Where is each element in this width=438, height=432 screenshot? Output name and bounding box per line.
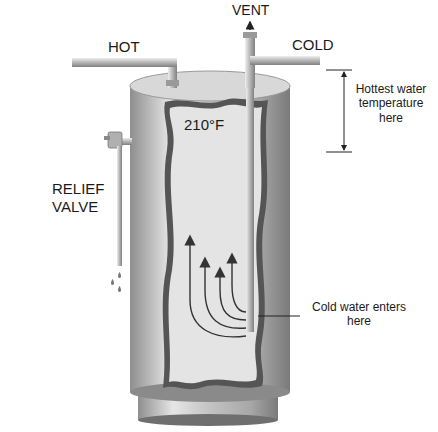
vent-arrow xyxy=(249,22,251,30)
cold-pipe xyxy=(250,56,320,65)
flow-arrow xyxy=(205,262,246,328)
hottest-zone-note: Hottest water temperature here xyxy=(350,82,432,125)
relief-valve xyxy=(108,132,122,148)
hot-pipe xyxy=(72,58,177,67)
relief-drain-pipe xyxy=(117,146,122,266)
vent-cap xyxy=(243,32,257,38)
hot-fitting xyxy=(166,80,179,86)
dimension-arrow xyxy=(344,72,345,80)
hot-label: HOT xyxy=(108,38,140,56)
dimension-tick xyxy=(326,152,352,153)
cold-label: COLD xyxy=(292,36,334,54)
cold-inlet-note: Cold water enters here xyxy=(304,300,414,329)
leader-line xyxy=(258,316,300,317)
drip xyxy=(118,272,121,278)
dip-tube xyxy=(246,70,254,332)
flow-arrow xyxy=(190,240,246,337)
temperature-label: 210°F xyxy=(184,116,224,134)
relief-valve-lever xyxy=(104,136,110,140)
vent-label: VENT xyxy=(232,2,269,19)
tank-top xyxy=(130,71,290,101)
tank-base-bottom xyxy=(138,414,278,426)
flow-arrow xyxy=(232,258,246,312)
drip xyxy=(118,286,121,292)
dimension-line xyxy=(344,80,345,150)
tank-body xyxy=(130,86,290,392)
dimension-tick xyxy=(326,70,352,71)
relief-valve-label: RELIEF VALVE xyxy=(52,180,110,216)
drip xyxy=(111,279,114,285)
